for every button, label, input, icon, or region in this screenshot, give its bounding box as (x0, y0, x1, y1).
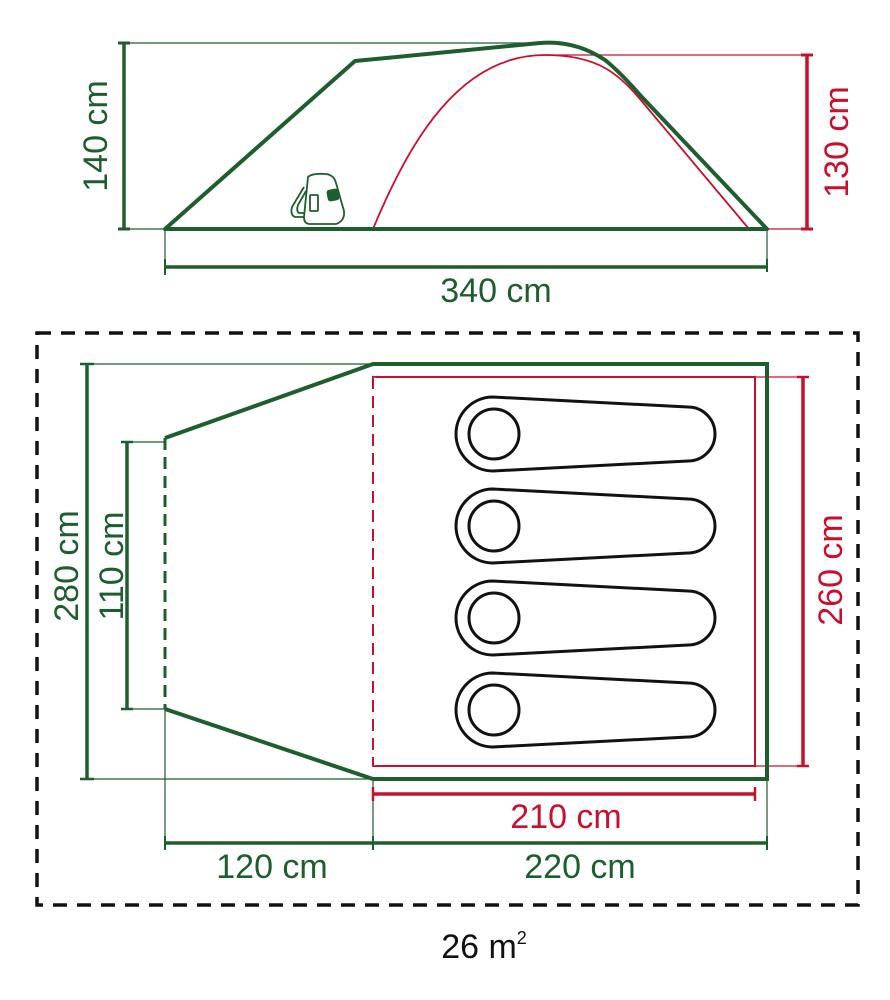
sleeping-bag-icon (454, 671, 717, 749)
inner-tent-floor (372, 376, 756, 767)
label-height-inner: 130 cm (818, 86, 856, 198)
dimension-length-porch-bedroom (164, 836, 768, 850)
dimension-width-porch (121, 440, 133, 711)
label-width-outer: 280 cm (48, 510, 86, 622)
area-superscript: 2 (517, 928, 527, 948)
dimension-length-inner (371, 787, 757, 801)
inner-tent-profile (372, 54, 750, 230)
footprint-outline (35, 331, 860, 907)
label-width-inner: 260 cm (812, 514, 850, 626)
backpack-icon (290, 172, 345, 225)
dimension-width-inner (797, 375, 809, 768)
sleeping-bag-icon (454, 487, 717, 565)
side-view: 140 cm 130 cm 340 cm (77, 40, 856, 310)
label-width-porch: 110 cm (93, 512, 131, 621)
sleeping-bag-icon (454, 579, 717, 657)
label-length: 340 cm (440, 272, 552, 310)
sleeping-bags (454, 395, 717, 749)
dimension-height-inner (801, 53, 813, 231)
label-length-bedroom: 220 cm (524, 848, 636, 886)
area-value: 26 m (441, 928, 517, 966)
label-height-outer: 140 cm (77, 80, 115, 192)
label-length-porch: 120 cm (216, 848, 328, 886)
dimension-height-outer (118, 41, 130, 231)
sleeping-bag-icon (454, 395, 717, 473)
dimension-length (164, 259, 768, 275)
label-length-inner: 210 cm (510, 798, 622, 836)
floor-plan: 280 cm 110 cm (35, 331, 860, 907)
outer-tent-floor (164, 362, 769, 781)
outer-tent-profile (163, 40, 769, 231)
dimension-width-outer (80, 362, 94, 781)
footprint-area-label: 26 m2 (441, 928, 527, 966)
